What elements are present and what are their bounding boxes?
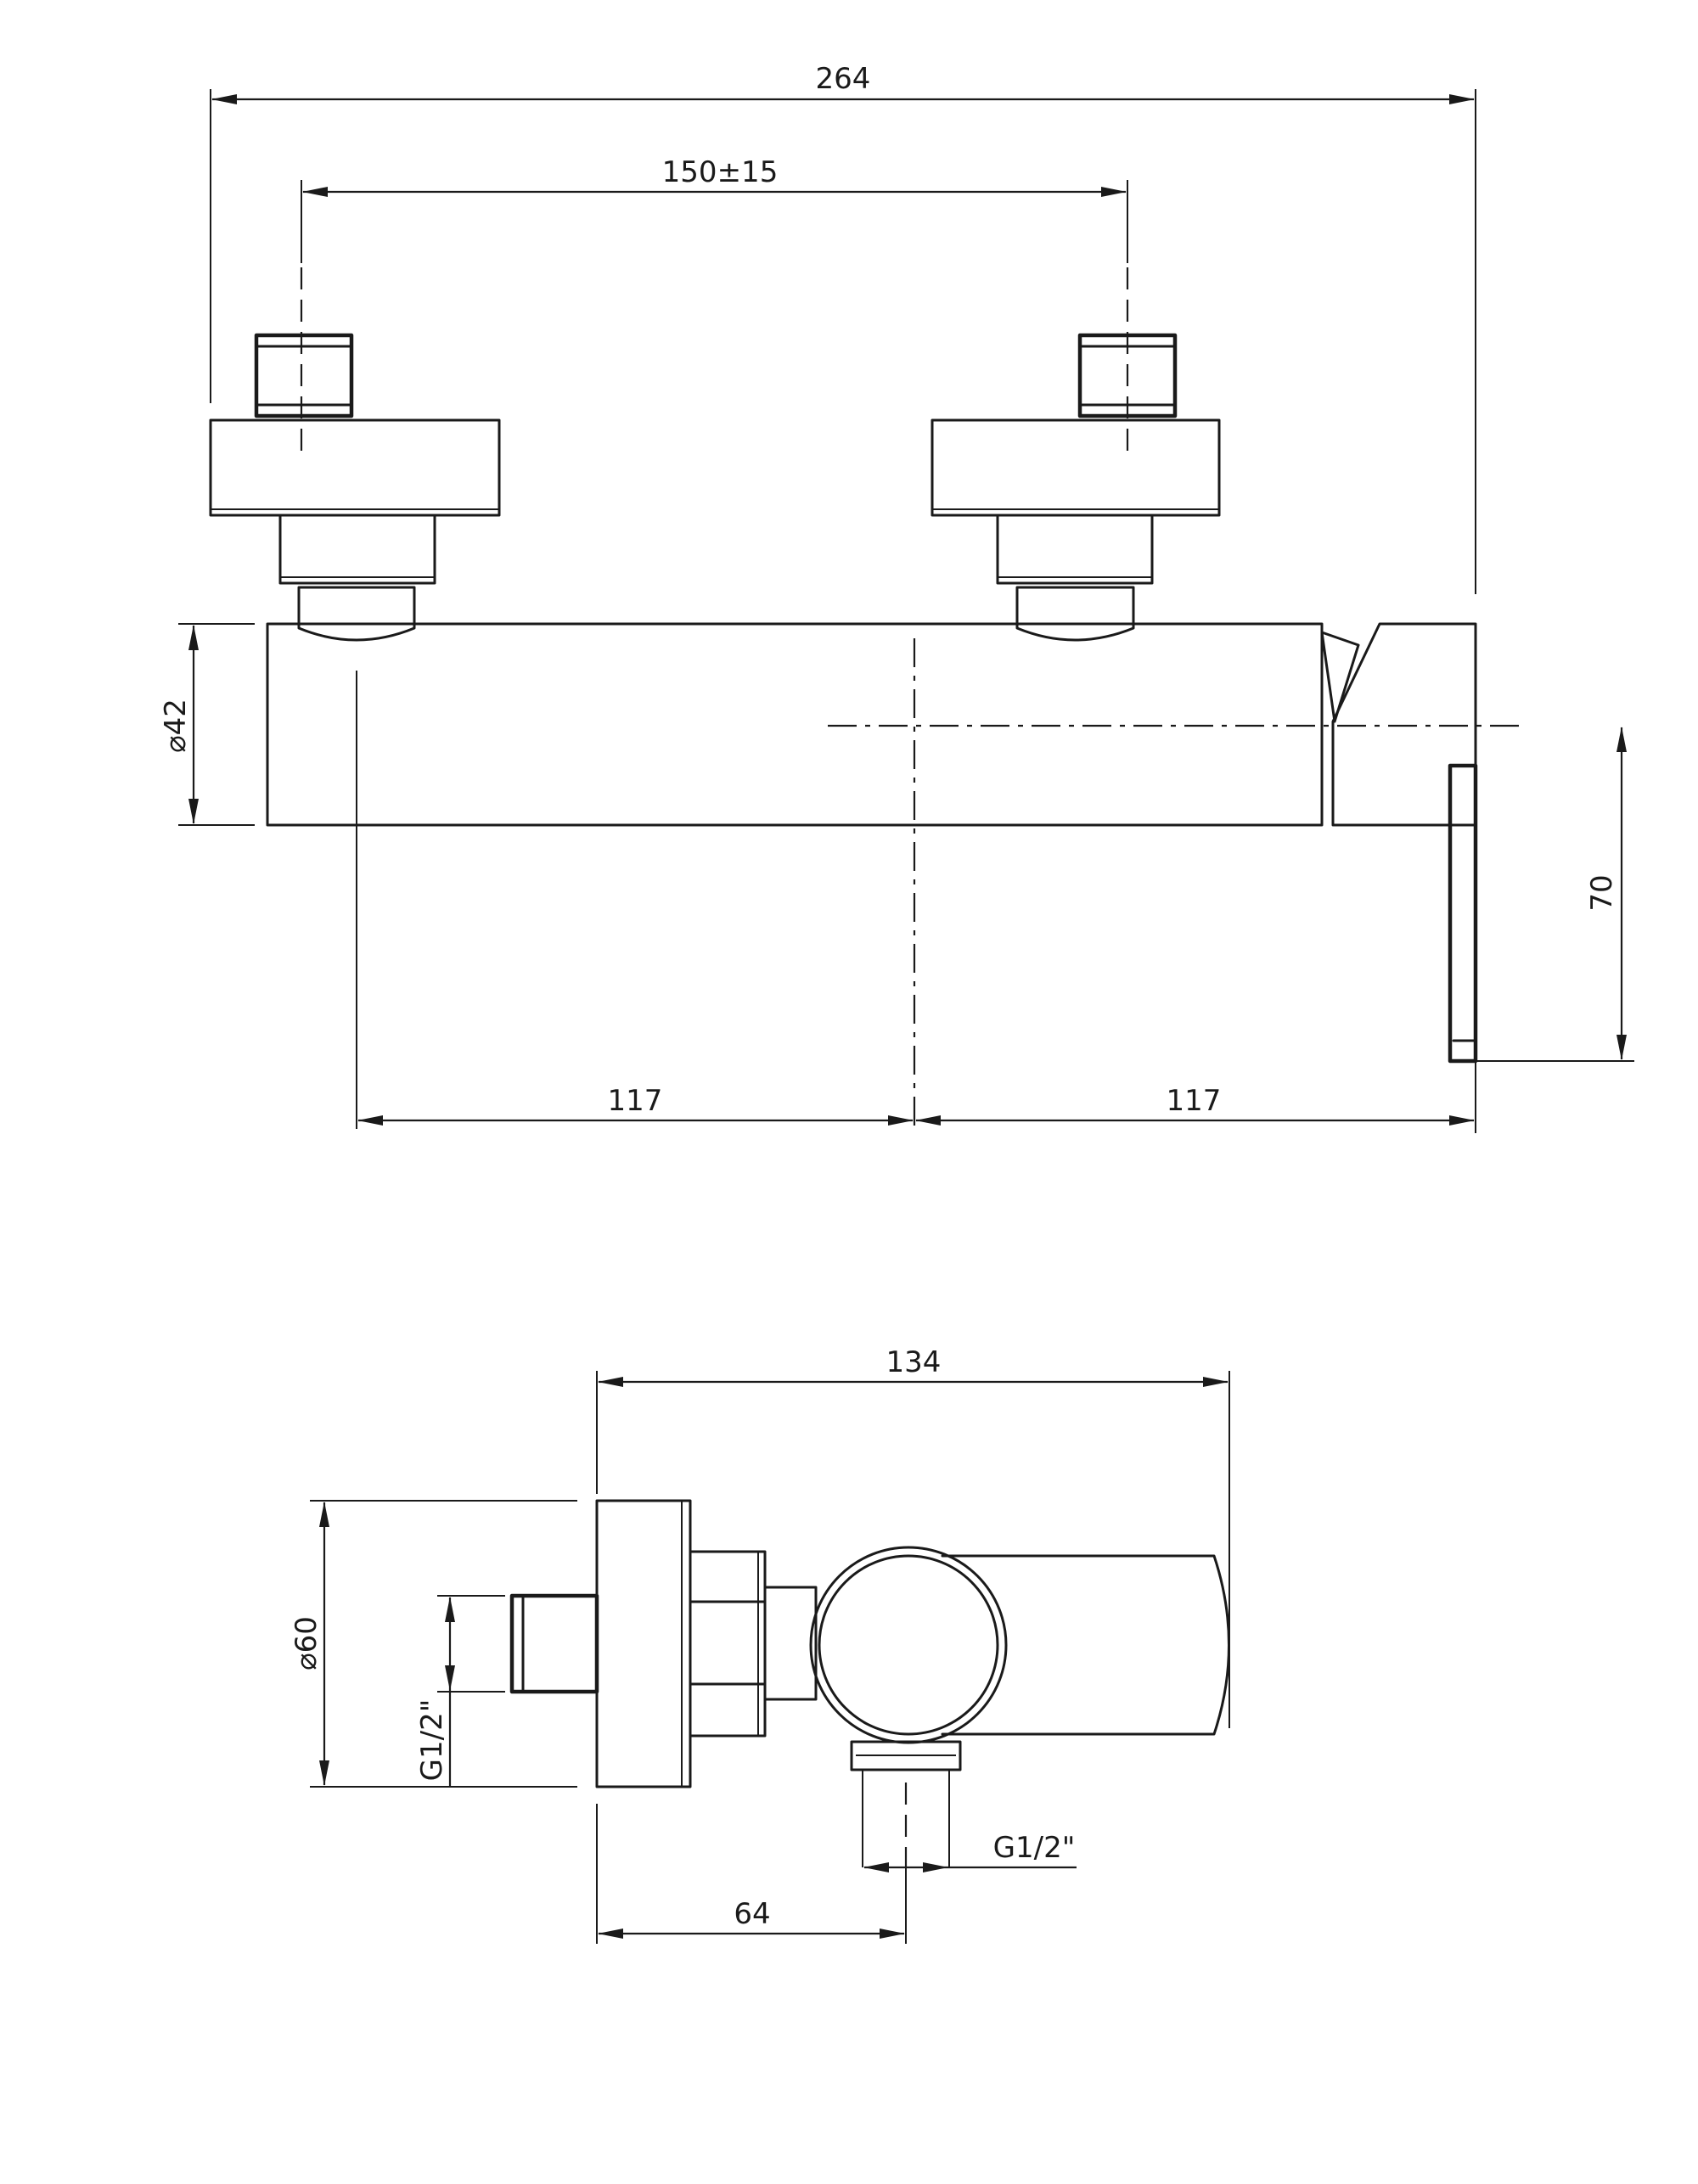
side-body-circle xyxy=(809,1546,1008,1744)
dim-left-offset-label: 117 xyxy=(608,1084,663,1118)
side-nut xyxy=(689,1550,767,1738)
side-connector xyxy=(763,1586,818,1701)
dim-left-offset: 117 xyxy=(357,1084,914,1126)
dim-outlet-thread: G1/2" xyxy=(863,1831,1077,1872)
dim-inlet-thread-label: G1/2" xyxy=(415,1699,449,1782)
dim-outlet-offset: 64 xyxy=(596,1804,907,1944)
dim-side-depth-label: 134 xyxy=(886,1345,942,1379)
dim-overall-width: 264 xyxy=(210,62,1476,594)
dim-outlet-height-label: 70 xyxy=(1585,874,1619,911)
dim-outlet-offset-label: 64 xyxy=(734,1897,770,1931)
dim-overall-width-label: 264 xyxy=(816,62,871,96)
side-view: 134 ⌀60 G1/2" G1/2" 64 xyxy=(290,1345,1230,1944)
dim-flange-diameter-label: ⌀60 xyxy=(290,1616,323,1670)
right-inlet-connector xyxy=(931,333,1221,642)
dim-right-offset-label: 117 xyxy=(1167,1084,1222,1118)
left-inlet-connector xyxy=(209,333,501,642)
handle xyxy=(1320,622,1478,1064)
mixer-body xyxy=(266,622,1324,827)
dim-body-diameter: ⌀42 xyxy=(159,623,255,826)
dim-flange-diameter: ⌀60 xyxy=(290,1500,577,1788)
side-outlet xyxy=(850,1740,962,1867)
front-view: 264 150±15 ⌀42 70 117 xyxy=(159,62,1634,1133)
dim-inlet-spacing: 150±15 xyxy=(301,155,1128,263)
side-inlet-pipe xyxy=(509,1593,599,1694)
dim-right-offset: 117 xyxy=(915,934,1476,1133)
side-lever xyxy=(941,1554,1230,1736)
dim-inlet-thread: G1/2" xyxy=(415,1595,505,1787)
dim-side-depth: 134 xyxy=(596,1345,1230,1579)
dim-outlet-height: 70 xyxy=(1477,727,1634,1062)
dim-outlet-thread-label: G1/2" xyxy=(993,1831,1076,1865)
dim-body-diameter-label: ⌀42 xyxy=(159,699,193,753)
dim-inlet-spacing-label: 150±15 xyxy=(662,155,779,189)
side-wall-flange xyxy=(595,1499,692,1788)
